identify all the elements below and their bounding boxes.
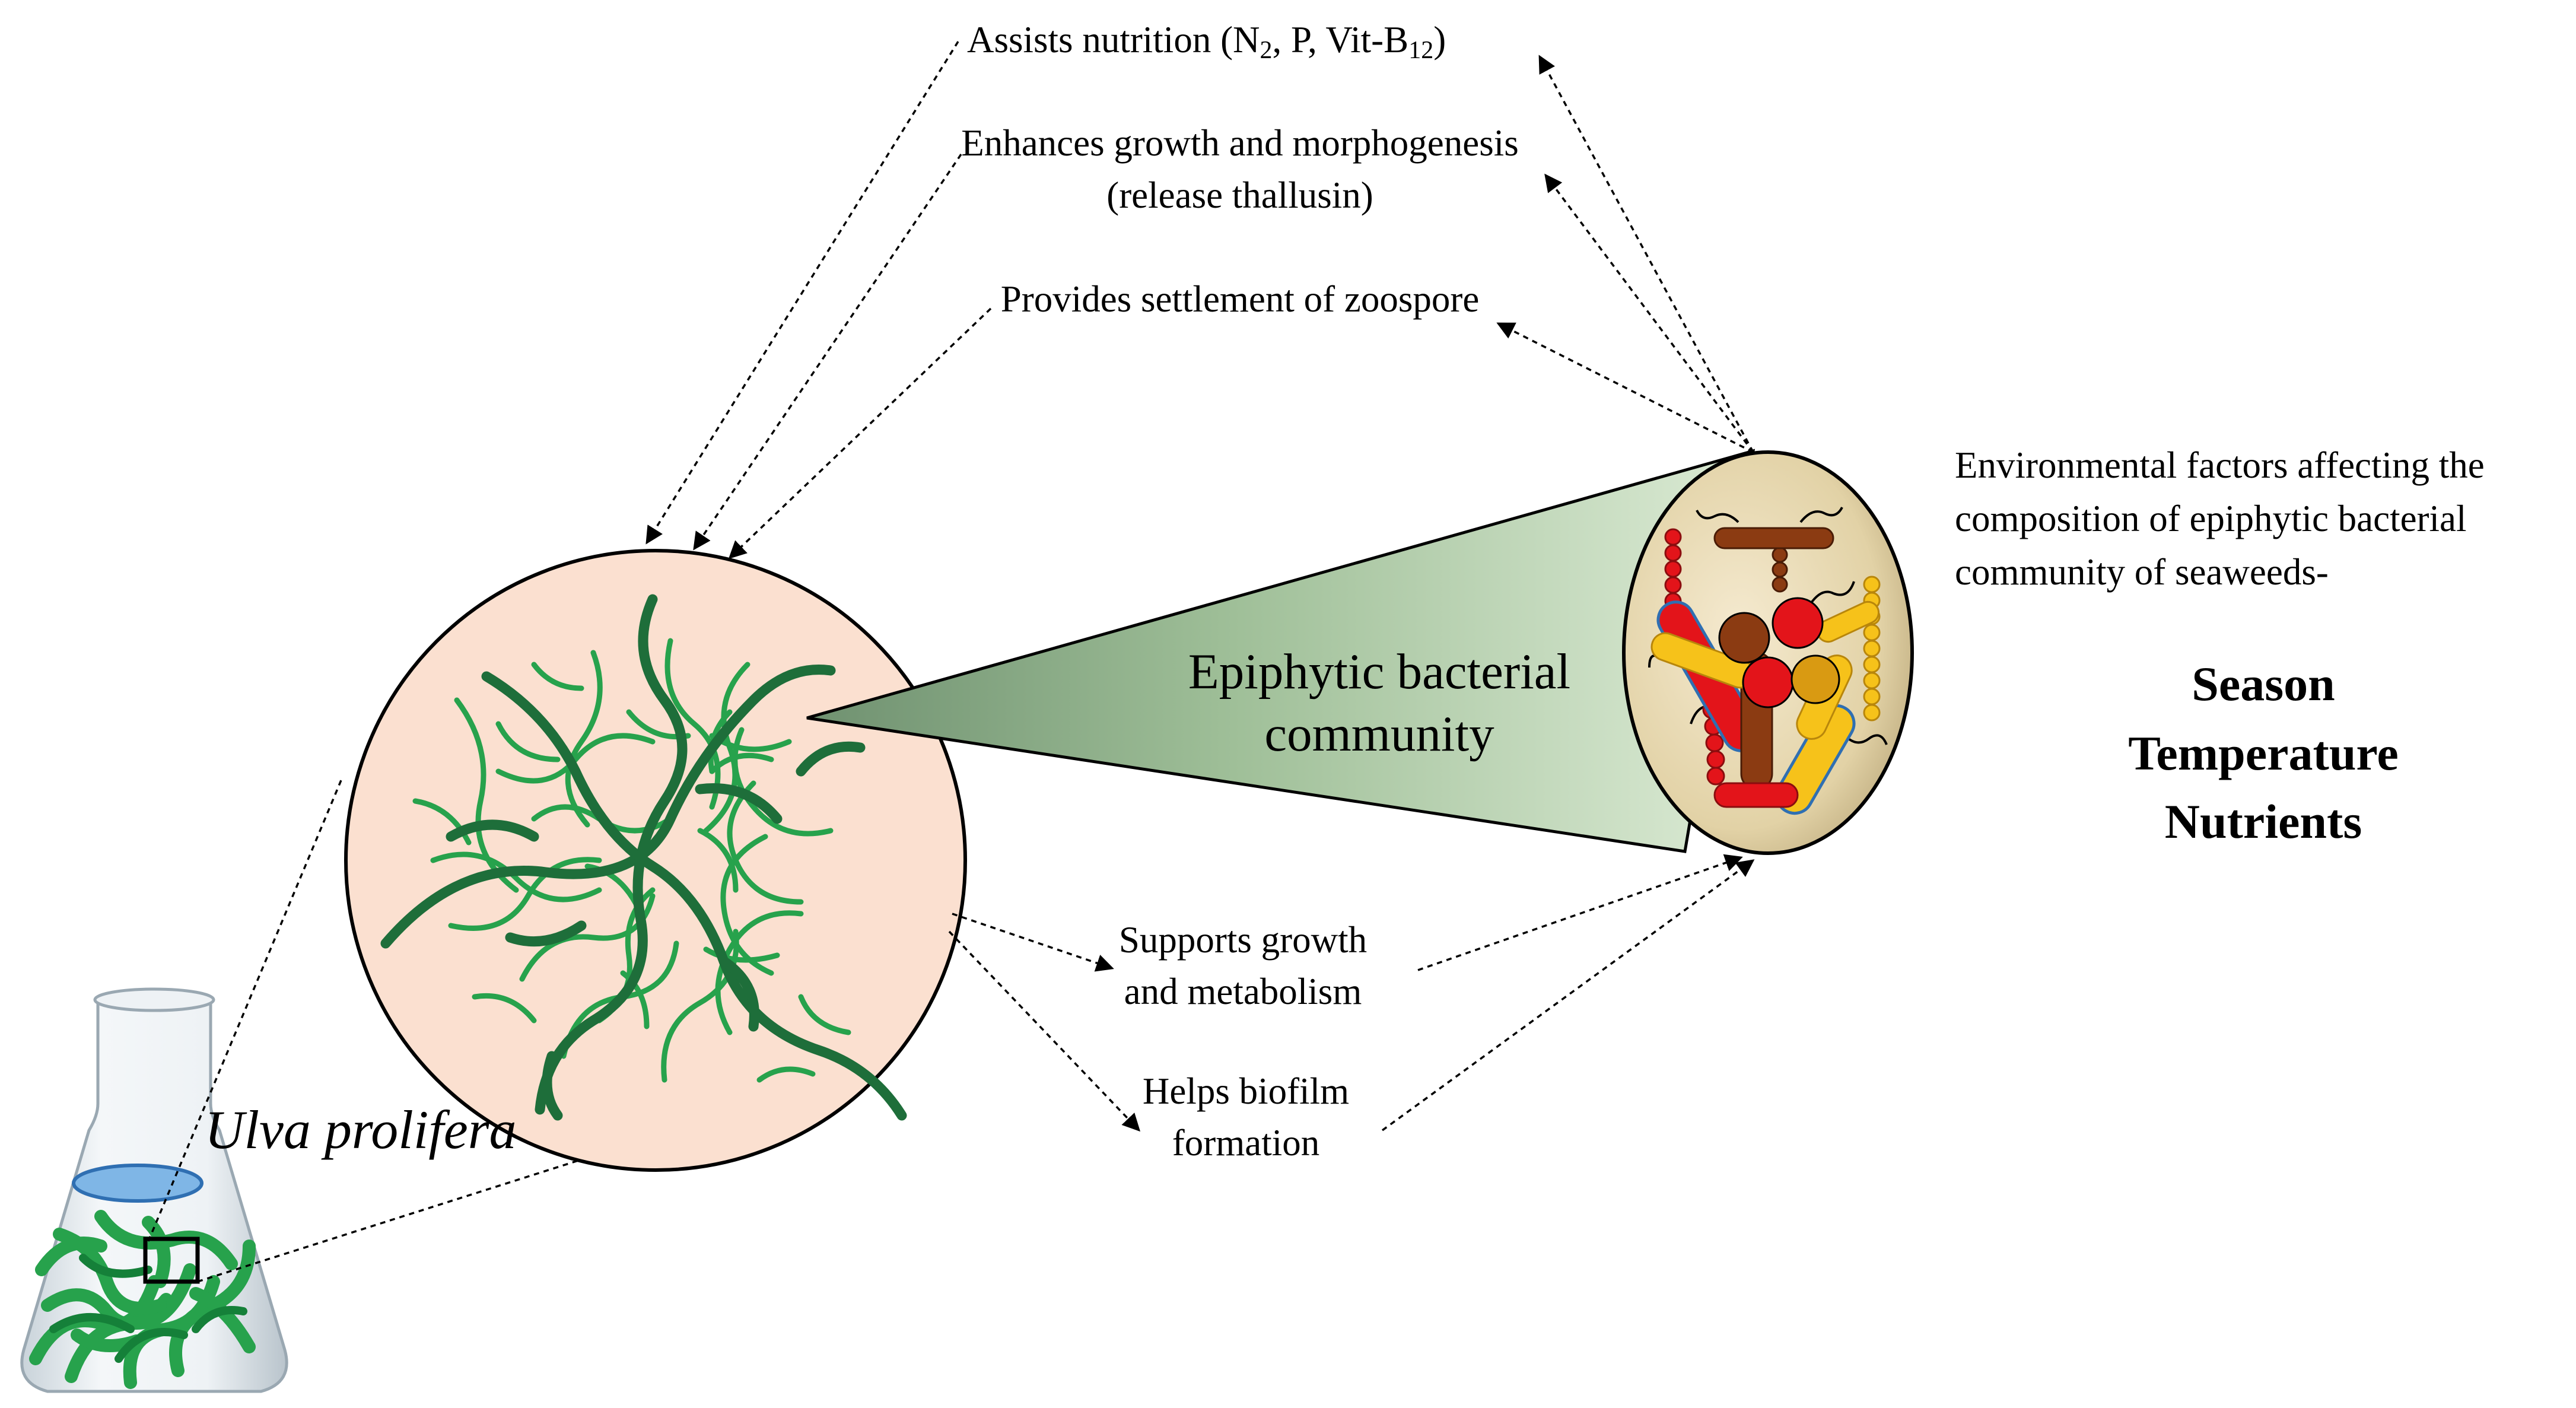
bacteria-chain-right bbox=[1863, 576, 1881, 722]
factor-season: Season bbox=[2192, 657, 2335, 711]
benefit-growth-line1: Enhances growth and morphogenesis bbox=[961, 122, 1519, 164]
environment-intro-2: composition of epiphytic bacterial bbox=[1955, 498, 2467, 539]
flask-water-surface bbox=[72, 1164, 203, 1203]
zoom-label-line1: Epiphytic bacterial bbox=[1188, 644, 1570, 700]
bacteria-chain-brown bbox=[1772, 546, 1788, 593]
environment-intro-3: community of seaweeds- bbox=[1955, 551, 2329, 593]
benefit-metabolism-line2: and metabolism bbox=[1124, 971, 1362, 1012]
benefit-growth-line2: (release thallusin) bbox=[1106, 174, 1373, 216]
zoom-selection-box bbox=[143, 1237, 200, 1284]
bacteria-ellipse bbox=[1622, 450, 1914, 855]
benefit-nutrition: Assists nutrition (N2, P, Vit-B12) bbox=[967, 19, 1446, 64]
flask-rim bbox=[93, 987, 215, 1012]
zoom-label-line2: community bbox=[1264, 706, 1494, 762]
factor-nutrients: Nutrients bbox=[2165, 794, 2362, 848]
benefit-biofilm-line2: formation bbox=[1172, 1122, 1319, 1164]
seaweed-zoom-circle bbox=[344, 549, 967, 1172]
benefit-settlement: Provides settlement of zoospore bbox=[1001, 278, 1480, 320]
seaweed-dark-branches bbox=[380, 594, 907, 1121]
environment-intro-1: Environmental factors affecting the bbox=[1955, 444, 2485, 486]
organism-name: Ulva prolifera bbox=[205, 1099, 517, 1160]
factor-temperature: Temperature bbox=[2128, 726, 2398, 780]
benefit-metabolism-line1: Supports growth bbox=[1119, 919, 1367, 961]
benefit-biofilm-line1: Helps biofilm bbox=[1143, 1070, 1349, 1112]
flask-illustration bbox=[20, 987, 288, 1393]
